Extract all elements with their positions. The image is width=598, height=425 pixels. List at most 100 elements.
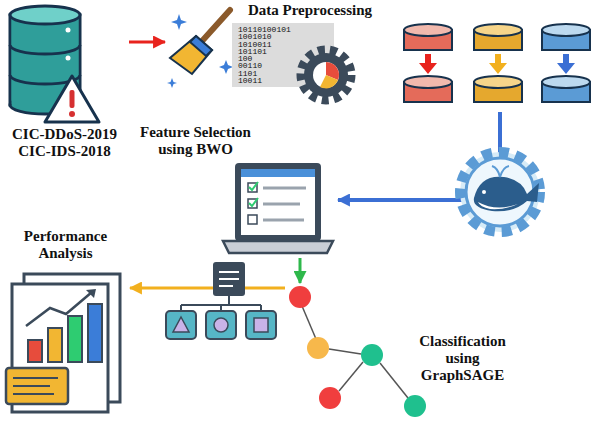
report-icon: [6, 274, 120, 412]
database-stacks: [542, 24, 590, 36]
tree-icon: [214, 318, 228, 332]
binary-block: 1011010010110010101010011101101100001101…: [238, 26, 291, 84]
graph-icon: [302, 306, 408, 398]
tree-icon: [228, 296, 230, 305]
warning-symbol: [70, 90, 75, 108]
database-icon: [10, 6, 80, 24]
database-stacks: [495, 54, 501, 64]
flow-arrow: [299, 258, 302, 283]
report-icon: [88, 304, 102, 362]
flow-arrow: [129, 41, 165, 44]
graph-icon: [289, 286, 426, 417]
stage-node: Data Preprocessing: [165, 2, 595, 112]
laptop-icon: [241, 169, 315, 235]
database-stacks: [563, 54, 569, 64]
binary-digits: 101101: [238, 48, 291, 55]
stage-label: Data Preprocessing: [225, 2, 395, 19]
laptop-icon: [263, 188, 306, 220]
database-stacks: [404, 24, 590, 102]
report-icon: [13, 378, 58, 394]
binary-digits: 00110: [238, 62, 291, 69]
broom-icon: [190, 36, 212, 56]
gear-icon: [301, 50, 351, 100]
tree-icon: [213, 262, 245, 296]
database-stacks: [474, 76, 522, 88]
database-stacks: [404, 76, 452, 88]
broom-icon: [203, 10, 230, 40]
laptop-icon: [223, 163, 333, 253]
flow-arrow: [130, 287, 285, 290]
stage-node: Performance Analysis: [3, 228, 130, 418]
database-stacks: [419, 63, 437, 74]
stage-label: Performance Analysis: [3, 228, 128, 262]
graph-icon: [380, 363, 408, 398]
whale-gear-icon: [460, 152, 540, 232]
database-stacks: [489, 63, 507, 74]
report-icon: [28, 340, 42, 362]
database-icon: [10, 45, 80, 54]
whale-gear-icon: [492, 166, 509, 177]
tree-icon: [219, 272, 239, 286]
report-icon: [13, 393, 54, 395]
binary-digits: 1001010: [238, 33, 291, 40]
report-icon: [48, 328, 62, 362]
laptop-icon: [249, 182, 258, 190]
report-icon: [68, 316, 82, 362]
whale-gear-icon: [482, 190, 486, 194]
laptop-icon: [248, 215, 257, 224]
gear-icon: [320, 75, 338, 88]
gear-icon: [301, 50, 351, 100]
database-icon: [10, 6, 80, 114]
report-icon: [13, 385, 50, 387]
gear-icon: [304, 53, 348, 97]
laptop-icon: [263, 219, 304, 222]
database-stacks: [425, 54, 431, 64]
laptop-icon: [248, 199, 257, 208]
binary-digits: 100: [238, 55, 291, 62]
laptop-icon: [235, 163, 321, 241]
tree-icon: [206, 311, 236, 339]
graph-icon: [302, 306, 316, 339]
broom-icon: [171, 14, 187, 30]
broom-icon: [219, 60, 233, 74]
database-stacks: [542, 76, 590, 88]
binary-digits: 1101: [238, 70, 291, 77]
stage-label: Feature Selection using BWO: [128, 124, 263, 158]
whale-gear-icon: [460, 152, 540, 232]
warning-symbol: [45, 76, 99, 122]
laptop-icon: [223, 241, 333, 253]
report-icon: [26, 292, 92, 326]
database-icon: [66, 56, 71, 61]
tree-icon: [246, 311, 276, 339]
laptop-icon: [263, 203, 300, 206]
laptop-icon: [248, 183, 257, 192]
binary-digits: 10110100101: [238, 26, 291, 33]
gear-icon: [313, 62, 339, 88]
binary-digits: 1010011: [238, 41, 291, 48]
database-icon: [66, 28, 71, 33]
whale-gear-icon: [474, 177, 539, 212]
graph-icon: [289, 286, 311, 308]
database-stacks: [474, 24, 522, 36]
tree-icon: [219, 271, 239, 273]
tree-icon: [166, 311, 276, 339]
stage-label: Classification using GraphSAGE: [410, 333, 515, 384]
broom-icon: [167, 78, 177, 88]
binary-digits: 10011: [238, 77, 291, 84]
report-icon: [86, 289, 96, 298]
stage-node: CIC-DDoS-2019 CIC-IDS-2018: [2, 2, 129, 164]
graph-icon: [404, 395, 426, 417]
tree-icon: [254, 318, 268, 332]
tree-icon: [173, 317, 189, 332]
tree-icon: [219, 285, 233, 287]
laptop-icon: [248, 183, 257, 224]
tree-icon: [219, 278, 239, 280]
report-icon: [6, 368, 68, 404]
warning-symbol: [45, 76, 99, 122]
broom-icon: [167, 10, 233, 88]
whale-gear-icon: [478, 202, 518, 209]
graph-icon: [329, 349, 361, 354]
laptop-icon: [241, 169, 315, 177]
